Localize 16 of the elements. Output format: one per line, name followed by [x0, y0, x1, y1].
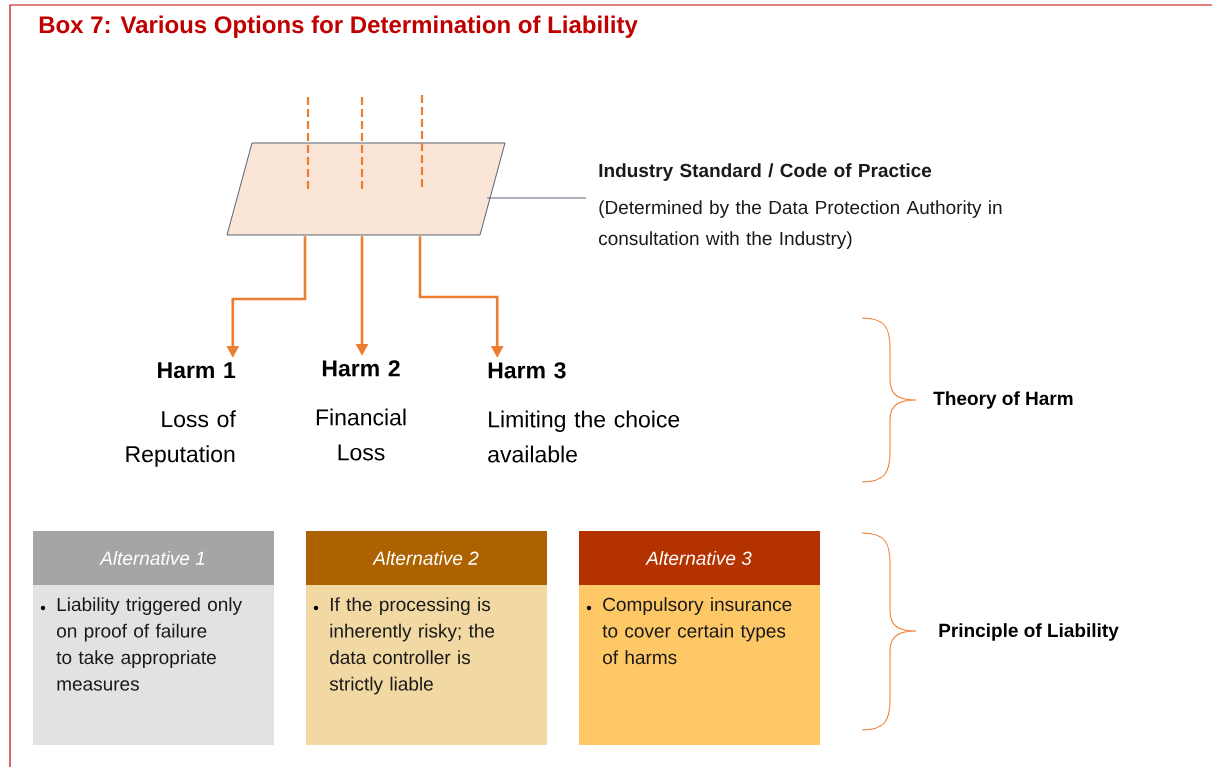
description: (Determined by the Data Protection Authority in consultation with the Industry): [599, 200, 1002, 249]
harm-heading: Harm 1: [158, 362, 236, 379]
harm-description: Loss of Reputation: [126, 410, 236, 467]
alternative-box: Alternative 2 If the processing is inherently risky; the data controller is strictly liable: [306, 531, 547, 745]
harm-heading: Harm 3: [488, 362, 566, 379]
bracket-label: Principle of Liability: [939, 623, 1119, 641]
harm-description: Financial Loss: [316, 408, 406, 461]
parallelogram: [226, 142, 506, 236]
harm-heading: Harm 2: [322, 360, 400, 377]
title: Box 7: Various Options for Determination of Liability: [39, 15, 638, 38]
alternative-box: Alternative 1 Liability triggered only on proof of failure to take appropriate measures: [33, 531, 274, 745]
bracket-label: Theory of Harm: [933, 391, 1073, 409]
heading: Industry Standard / Code of Practice: [599, 163, 932, 181]
harm-description: Limiting the choice available: [488, 410, 680, 463]
leader-line: [486, 197, 587, 199]
alternative-box: Alternative 3 Compulsory insurance to cover certain types of harms: [579, 531, 820, 745]
